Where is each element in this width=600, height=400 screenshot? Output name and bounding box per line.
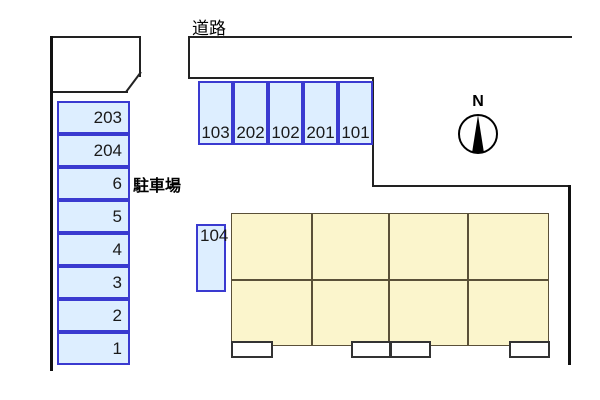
compass-north-label: N [472, 93, 484, 110]
road-label: 道路 [192, 19, 226, 38]
site-boundary-vertical-upper [372, 77, 374, 187]
parking-stall-4[interactable]: 4 [57, 233, 130, 266]
compass-rose: N [458, 93, 498, 156]
building-entrance-2[interactable] [351, 341, 391, 358]
site-boundary-vertical-right [568, 185, 571, 365]
parking-stall-6[interactable]: 6 [57, 167, 130, 200]
parking-stall-5[interactable]: 5 [57, 200, 130, 233]
building-unit[interactable] [231, 280, 312, 346]
building-entrance-1[interactable] [231, 341, 273, 358]
site-boundary-vertical-left [50, 36, 53, 371]
building-unit[interactable] [389, 213, 468, 280]
parking-stall-201[interactable]: 201 [303, 81, 338, 145]
site-boundary-horizontal [372, 185, 571, 187]
parking-stall-3[interactable]: 3 [57, 266, 130, 299]
driveway-chamfer-line [125, 71, 142, 93]
parking-stall-204[interactable]: 204 [57, 134, 130, 167]
parking-stall-104[interactable]: 104 [196, 224, 229, 292]
parking-stall-2[interactable]: 2 [57, 299, 130, 332]
parking-stall-label: 103 [201, 123, 230, 142]
parking-stall-101[interactable]: 101 [338, 81, 373, 145]
building-unit[interactable] [231, 213, 312, 280]
parking-stall-label: 101 [341, 123, 370, 142]
parking-stall-label: 6 [112, 174, 122, 193]
parking-stall-1[interactable]: 1 [57, 332, 130, 365]
driveway-right-edge [139, 36, 141, 77]
building-unit[interactable] [312, 213, 389, 280]
road-bottom-edge [188, 77, 374, 79]
building-unit[interactable] [312, 280, 389, 346]
building-entrance-4[interactable] [509, 341, 550, 358]
building-entrance-3[interactable] [390, 341, 431, 358]
driveway-bottom-edge [50, 91, 128, 93]
parking-stall-202[interactable]: 202 [233, 81, 268, 145]
building-unit[interactable] [468, 213, 549, 280]
parking-stall-203[interactable]: 203 [57, 101, 130, 134]
parking-stall-label: 201 [306, 123, 335, 142]
building-unit[interactable] [468, 280, 549, 346]
compass-north-icon [458, 114, 498, 154]
parking-stall-label: 104 [200, 226, 229, 245]
parking-stall-102[interactable]: 102 [268, 81, 303, 145]
parking-stall-label: 5 [112, 207, 122, 226]
parking-stall-label: 4 [112, 240, 122, 259]
parking-stall-label: 3 [112, 273, 122, 292]
parking-stall-label: 1 [112, 339, 122, 358]
parking-stall-label: 102 [271, 123, 300, 142]
road-top-edge [188, 36, 572, 38]
parking-stall-label: 202 [236, 123, 265, 142]
parking-stall-103[interactable]: 103 [198, 81, 233, 145]
parking-stall-label: 204 [93, 141, 122, 160]
building-unit[interactable] [389, 280, 468, 346]
parking-stall-label: 2 [112, 306, 122, 325]
parking-area-label: 駐車場 [133, 178, 182, 195]
road-left-edge [188, 36, 190, 79]
driveway-top-edge [53, 36, 141, 38]
parking-stall-label: 203 [93, 108, 122, 127]
